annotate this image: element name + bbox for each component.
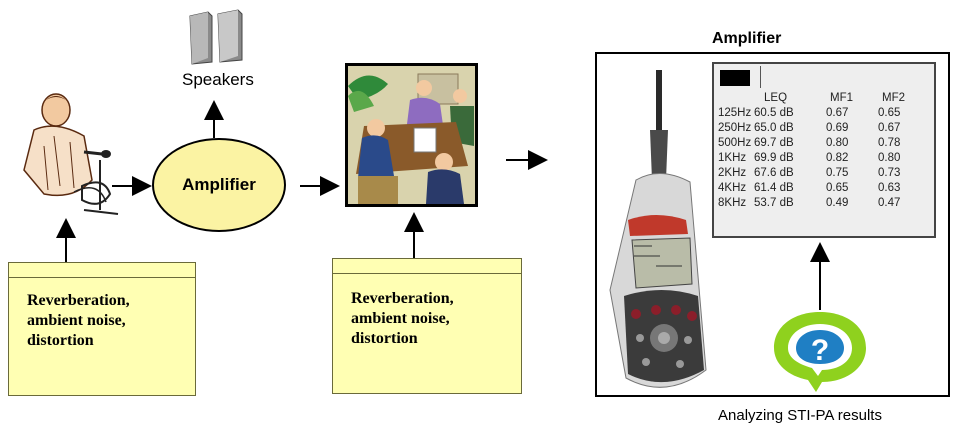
- table-cell: 125Hz: [718, 106, 752, 119]
- table-cell: 0.65: [826, 181, 849, 194]
- table-cell: 8KHz: [718, 196, 747, 209]
- caption: Analyzing STI-PA results: [718, 407, 882, 424]
- table-cell: 0.80: [878, 151, 901, 164]
- col-header: [718, 90, 754, 105]
- table-cell: 0.73: [878, 166, 901, 179]
- note-left-text: Reverberation, ambient noise, distortion: [27, 292, 130, 349]
- table-cell: 0.49: [826, 196, 849, 209]
- table-cell: 69.7 dB: [754, 136, 794, 149]
- table-row: 125Hz 60.5 dB 0.67 0.65: [718, 105, 922, 120]
- table-row: 1KHz 69.9 dB 0.82 0.80: [718, 150, 922, 165]
- table-cell: 0.67: [826, 106, 849, 119]
- table-cell: 1KHz: [718, 151, 747, 164]
- table-row: 4KHz 61.4 dB 0.65 0.63: [718, 180, 922, 195]
- question-help-icon: ?: [774, 312, 866, 392]
- speakers-label: Speakers: [182, 70, 254, 89]
- meter-readout: LEQ MF1 MF2 125Hz 60.5 dB 0.67 0.65 250H…: [712, 62, 936, 238]
- readout-table: LEQ MF1 MF2 125Hz 60.5 dB 0.67 0.65 250H…: [718, 90, 922, 210]
- table-header-row: LEQ MF1 MF2: [718, 90, 922, 105]
- note-tab: [9, 263, 195, 278]
- table-cell: 53.7 dB: [754, 196, 794, 209]
- result-title: Amplifier: [712, 30, 782, 47]
- readout-cursor: [760, 66, 761, 88]
- table-cell: 500Hz: [718, 136, 752, 149]
- singer-icon: [23, 93, 119, 215]
- meeting-illustration: [348, 66, 475, 204]
- table-cell: 67.6 dB: [754, 166, 794, 179]
- table-cell: 4KHz: [718, 181, 747, 194]
- table-cell: 2KHz: [718, 166, 747, 179]
- table-cell: 0.69: [826, 121, 849, 134]
- svg-text:?: ?: [811, 334, 829, 367]
- table-cell: 0.47: [878, 196, 901, 209]
- table-cell: 0.67: [878, 121, 901, 134]
- table-cell: 0.65: [878, 106, 901, 119]
- table-row: 2KHz 67.6 dB 0.75 0.73: [718, 165, 922, 180]
- note-left: Reverberation, ambient noise, distortion: [8, 262, 196, 396]
- amplifier-label: Amplifier: [182, 175, 256, 194]
- table-row: 8KHz 53.7 dB 0.49 0.47: [718, 195, 922, 210]
- table-cell: 0.78: [878, 136, 901, 149]
- table-row: 250Hz 65.0 dB 0.69 0.67: [718, 120, 922, 135]
- table-cell: 60.5 dB: [754, 106, 794, 119]
- table-cell: 0.82: [826, 151, 849, 164]
- amplifier-node: Amplifier: [152, 138, 286, 232]
- speakers-icon: [189, 9, 243, 65]
- readout-indicator: [720, 70, 750, 86]
- note-tab: [333, 259, 521, 274]
- col-header: LEQ: [764, 91, 788, 104]
- table-cell: 250Hz: [718, 121, 752, 134]
- result-panel: [595, 52, 950, 397]
- note-middle: Reverberation, ambient noise, distortion: [332, 258, 522, 394]
- table-cell: 0.75: [826, 166, 849, 179]
- sound-level-meter-icon: [609, 70, 707, 388]
- table-row: 500Hz 69.7 dB 0.80 0.78: [718, 135, 922, 150]
- table-cell: 61.4 dB: [754, 181, 794, 194]
- table-cell: 65.0 dB: [754, 121, 794, 134]
- col-header: MF2: [882, 91, 905, 104]
- meeting-room-image: [345, 63, 478, 207]
- table-cell: 69.9 dB: [754, 151, 794, 164]
- col-header: MF1: [830, 91, 853, 104]
- table-cell: 0.80: [826, 136, 849, 149]
- table-cell: 0.63: [878, 181, 901, 194]
- note-middle-text: Reverberation, ambient noise, distortion: [351, 290, 454, 347]
